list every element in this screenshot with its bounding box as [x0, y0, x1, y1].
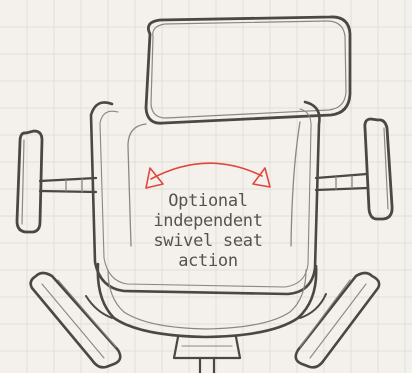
chair-sketch: [0, 0, 412, 373]
chair-diagram-canvas: Optional independent swivel seat action: [0, 0, 412, 373]
